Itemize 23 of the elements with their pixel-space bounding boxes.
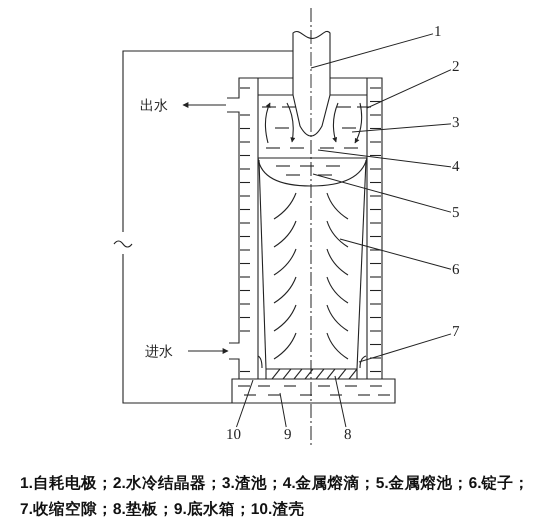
leader-line — [310, 33, 434, 68]
callout-number: 10 — [226, 428, 241, 443]
leader-line — [358, 333, 452, 362]
leader-line — [312, 174, 452, 213]
leader-line — [340, 238, 452, 270]
callout-number: 1 — [434, 25, 442, 40]
callout-number: 9 — [284, 428, 292, 443]
callout-number: 7 — [452, 325, 460, 340]
text-label: 出水 — [140, 98, 168, 113]
leader-line — [236, 380, 254, 428]
leader-line — [334, 376, 346, 428]
text-label: 进水 — [145, 344, 173, 359]
callout-number: 8 — [344, 428, 352, 443]
leader-line — [352, 123, 452, 132]
callout-number: 2 — [452, 60, 460, 75]
callout-number: 6 — [452, 263, 460, 278]
leader-line — [318, 150, 452, 168]
caption: 1.自耗电极；2.水冷结晶器；3.渣池；4.金属熔滴；5.金属熔池；6.锭子；7.收缩空隙；8.垫板；9.底水箱；10.渣壳 — [20, 474, 531, 520]
leader-line — [280, 392, 287, 428]
callout-number: 4 — [452, 160, 460, 175]
leader-line — [366, 69, 452, 108]
callout-number: 5 — [452, 206, 460, 221]
callout-number: 3 — [452, 116, 460, 131]
